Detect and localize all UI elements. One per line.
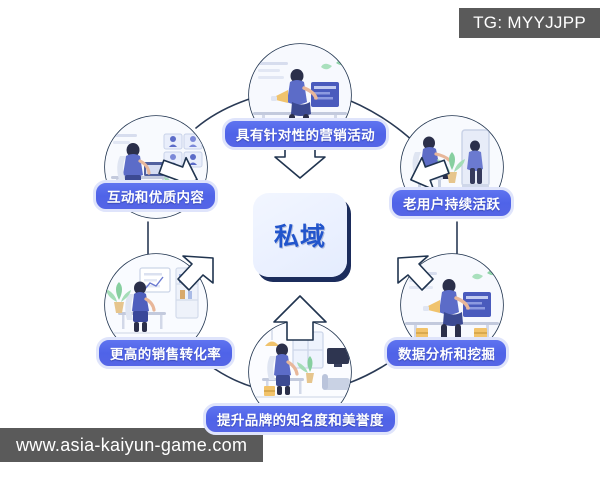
- arrow-right-lower-inward: [397, 255, 434, 291]
- center-node-card[interactable]: 私域: [253, 193, 347, 277]
- label-text: 互动和优质内容: [107, 190, 205, 206]
- label-higher-sales-conversion[interactable]: 更高的销售转化率: [96, 337, 236, 369]
- watermark-bottom-left: www.asia-kaiyun-game.com: [0, 428, 264, 462]
- label-brand-awareness-reputation[interactable]: 提升品牌的知名度和美誉度: [203, 403, 398, 435]
- label-text: 提升品牌的知名度和美誉度: [217, 413, 384, 429]
- center-node-label: 私域: [273, 222, 326, 251]
- label-engagement-quality-content[interactable]: 互动和优质内容: [93, 180, 219, 212]
- cycle-arrows: [158, 142, 450, 341]
- label-returning-users-active[interactable]: 老用户持续活跃: [389, 187, 515, 219]
- arrow-bottom-inward: [273, 295, 327, 341]
- label-text: 数据分析和挖掘: [398, 347, 496, 363]
- label-text: 更高的销售转化率: [110, 347, 222, 363]
- label-targeted-marketing[interactable]: 具有针对性的营销活动: [222, 118, 389, 150]
- label-text: 具有针对性的营销活动: [236, 128, 375, 144]
- arrow-left-lower-inward: [177, 255, 214, 291]
- label-text: 老用户持续活跃: [403, 197, 501, 213]
- watermark-top-right: TG: MYYJJPP: [459, 8, 600, 38]
- label-data-analysis-mining[interactable]: 数据分析和挖掘: [384, 337, 510, 369]
- arrow-right-upper-inward: [410, 156, 450, 191]
